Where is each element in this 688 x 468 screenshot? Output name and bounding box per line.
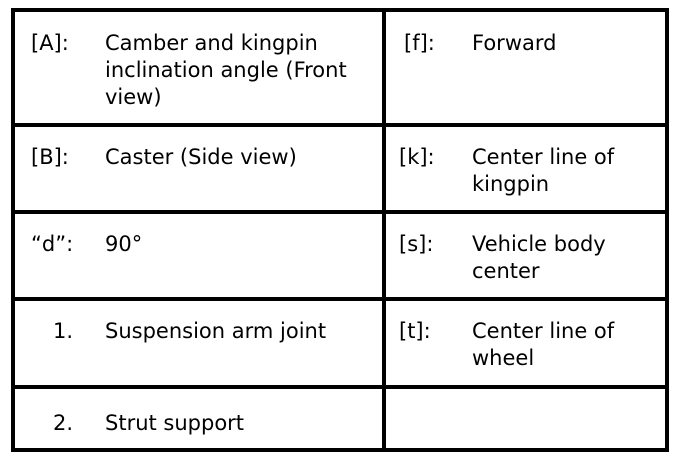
legend-key: [f]: (404, 31, 435, 55)
legend-value: Center line of wheel (472, 319, 615, 370)
column-divider (382, 12, 386, 448)
row-divider (15, 123, 665, 127)
row-divider (15, 210, 665, 214)
legend-value: Suspension arm joint (105, 319, 327, 343)
legend-value: Forward (472, 31, 557, 55)
legend-key: [s]: (399, 232, 434, 256)
row-divider (15, 297, 665, 301)
legend-key: 1. (53, 319, 74, 343)
legend-value: Strut support (105, 411, 245, 435)
legend-key: [t]: (399, 319, 431, 343)
legend-value: 90° (105, 232, 143, 256)
legend-key: [A]: (31, 31, 69, 55)
legend-value: Center line of kingpin (472, 145, 615, 196)
legend-value: Caster (Side view) (105, 145, 297, 169)
legend-table: [A]: Camber and kingpin inclination angl… (11, 8, 669, 452)
legend-key: “d”: (31, 232, 74, 256)
legend-key: [B]: (31, 145, 69, 169)
row-divider (15, 385, 665, 389)
legend-key: [k]: (399, 145, 435, 169)
legend-value: Camber and kingpin inclination angle (Fr… (105, 31, 347, 109)
legend-key: 2. (53, 411, 74, 435)
legend-value: Vehicle body center (472, 232, 606, 283)
